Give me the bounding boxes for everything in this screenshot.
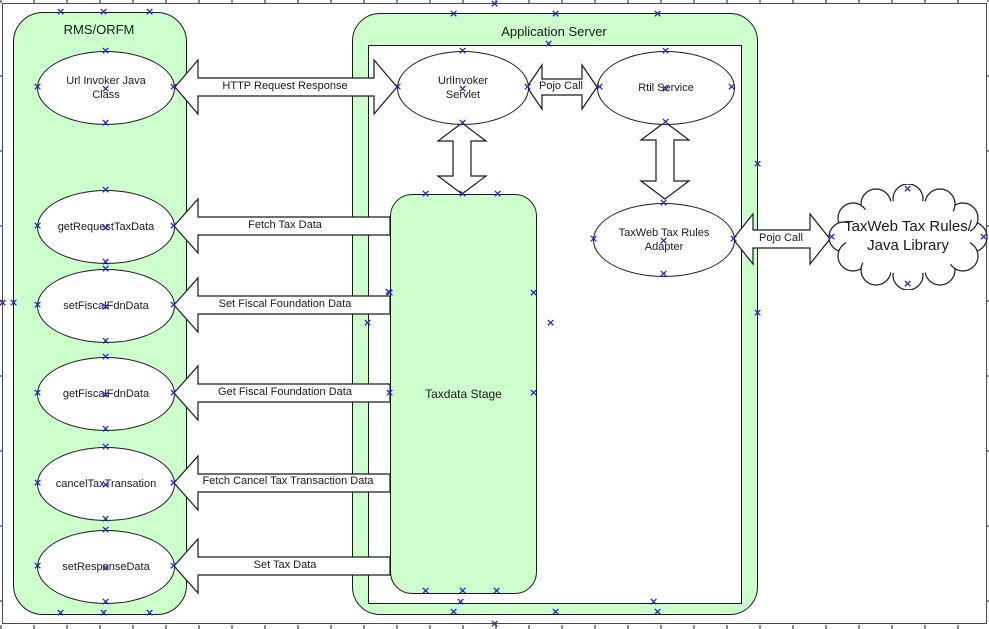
cloud-outline bbox=[828, 183, 988, 291]
node-label: setResponseData bbox=[62, 560, 150, 573]
fetch-tax-data-arrow[interactable] bbox=[173, 197, 391, 255]
pojo-call-label-2: Pojo Call bbox=[758, 232, 804, 244]
ruler-ticks-left bbox=[0, 0, 2, 629]
node-label: Url Invoker Java Class bbox=[66, 74, 146, 101]
node-label: getFiscalFdnData bbox=[62, 387, 150, 400]
ruler-ticks-top bbox=[0, 0, 989, 3]
node-label: cancelTaxTransation bbox=[55, 477, 157, 490]
node-getrequesttaxdata[interactable]: getRequestTaxData bbox=[37, 190, 175, 264]
set-tax-data-label: Set Tax Data bbox=[253, 559, 317, 571]
node-url-invoker-java-class[interactable]: Url Invoker Java Class bbox=[37, 51, 175, 125]
get-fiscal-foundation-data-arrow[interactable] bbox=[173, 364, 391, 422]
node-canceltaxtransation[interactable]: cancelTaxTransation bbox=[37, 447, 175, 521]
cloud-label-line2: Java Library bbox=[867, 237, 949, 254]
pojo-call-label-1: Pojo Call bbox=[538, 80, 584, 92]
node-label: UrlInvoker Servlet bbox=[437, 74, 489, 101]
application-server-title: Application Server bbox=[501, 24, 607, 39]
rms-orfm-title: RMS/ORFM bbox=[63, 22, 135, 37]
cloud-label: TaxWeb Tax Rules/ Java Library bbox=[828, 184, 988, 290]
set-fiscal-foundation-data-label: Set Fiscal Foundation Data bbox=[218, 298, 352, 310]
taxdata-stage-box[interactable]: Taxdata Stage bbox=[390, 194, 537, 594]
fetch-cancel-tax-transaction-label: Fetch Cancel Tax Transaction Data bbox=[202, 475, 374, 487]
node-urlinvoker-servlet[interactable]: UrlInvoker Servlet bbox=[397, 51, 529, 125]
node-getfiscalfdndata[interactable]: getFiscalFdnData bbox=[37, 357, 175, 431]
set-fiscal-foundation-data-arrow[interactable] bbox=[173, 276, 391, 334]
frame-border bbox=[2, 3, 987, 624]
node-rtil-service[interactable]: Rtil Service bbox=[597, 51, 735, 125]
node-setresponsedata[interactable]: setResponseData bbox=[37, 530, 175, 604]
fetch-tax-data-label: Fetch Tax Data bbox=[248, 219, 322, 231]
node-taxweb-tax-rules-adapter[interactable]: TaxWeb Tax Rules Adapter bbox=[593, 203, 735, 277]
ruler-ticks-bottom bbox=[0, 625, 989, 629]
ruler-ticks-right bbox=[987, 0, 989, 629]
rtil-adapter-vertical-arrow[interactable] bbox=[639, 121, 691, 200]
http-request-response-label: HTTP Request Response bbox=[222, 80, 348, 92]
cloud-shape[interactable] bbox=[828, 183, 988, 291]
node-label: getRequestTaxData bbox=[57, 220, 155, 233]
node-label: setFiscalFdnData bbox=[63, 299, 149, 312]
node-label: TaxWeb Tax Rules Adapter bbox=[618, 226, 710, 253]
cloud-label-line1: TaxWeb Tax Rules/ bbox=[844, 218, 972, 236]
servlet-taxdata-vertical-arrow[interactable] bbox=[436, 122, 488, 195]
set-tax-data-arrow[interactable] bbox=[173, 537, 391, 595]
node-setfiscalfdndata[interactable]: setFiscalFdnData bbox=[37, 269, 175, 343]
node-label: Rtil Service bbox=[638, 81, 694, 94]
taxdata-stage-label: Taxdata Stage bbox=[425, 387, 502, 401]
get-fiscal-foundation-data-label: Get Fiscal Foundation Data bbox=[218, 386, 352, 398]
fetch-cancel-tax-transaction-arrow[interactable] bbox=[173, 454, 391, 512]
